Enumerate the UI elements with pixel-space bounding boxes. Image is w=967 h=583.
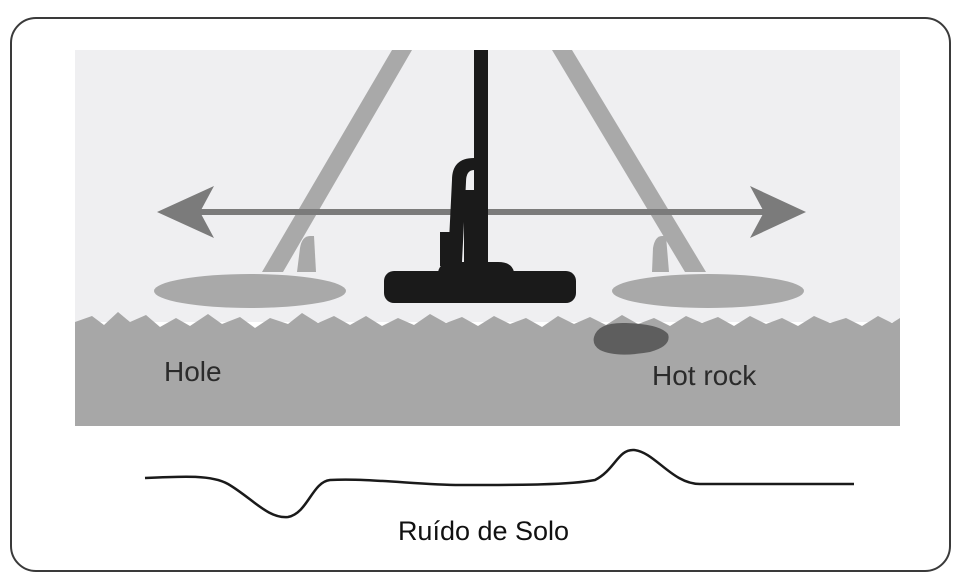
ground-area xyxy=(75,312,900,426)
ground-noise-signal xyxy=(144,448,854,519)
hole-label: Hole xyxy=(164,356,222,387)
diagram-caption: Ruído de Solo xyxy=(397,516,570,546)
ghost-detector-left xyxy=(154,50,412,308)
hot-rock xyxy=(593,322,669,355)
ghost-detector-right xyxy=(552,50,804,308)
hot-rock-label: Hot rock xyxy=(652,360,757,391)
metal-detector-center xyxy=(384,50,576,303)
